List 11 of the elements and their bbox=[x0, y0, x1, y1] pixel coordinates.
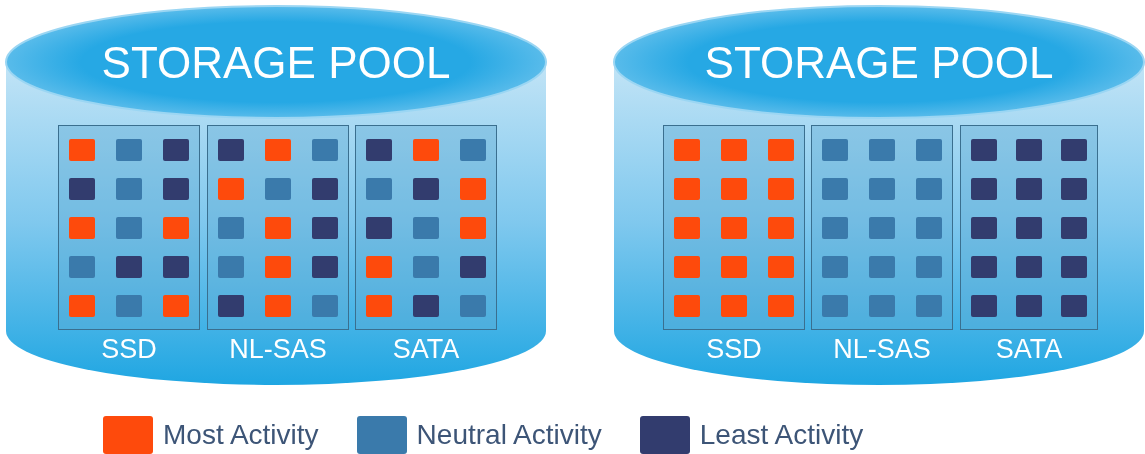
tier-label: SATA bbox=[995, 333, 1063, 366]
tier-label: NL-SAS bbox=[833, 333, 931, 366]
pool-title: STORAGE POOL bbox=[100, 37, 452, 89]
legend-label: Least Activity bbox=[699, 418, 864, 452]
tier-label: NL-SAS bbox=[229, 333, 327, 366]
tier-label: SATA bbox=[392, 333, 460, 366]
legend-label: Most Activity bbox=[163, 418, 319, 452]
legend-label: Neutral Activity bbox=[416, 418, 602, 452]
tier-label: SSD bbox=[706, 333, 762, 366]
pool-title: STORAGE POOL bbox=[703, 37, 1055, 89]
tier-label: SSD bbox=[101, 333, 157, 366]
